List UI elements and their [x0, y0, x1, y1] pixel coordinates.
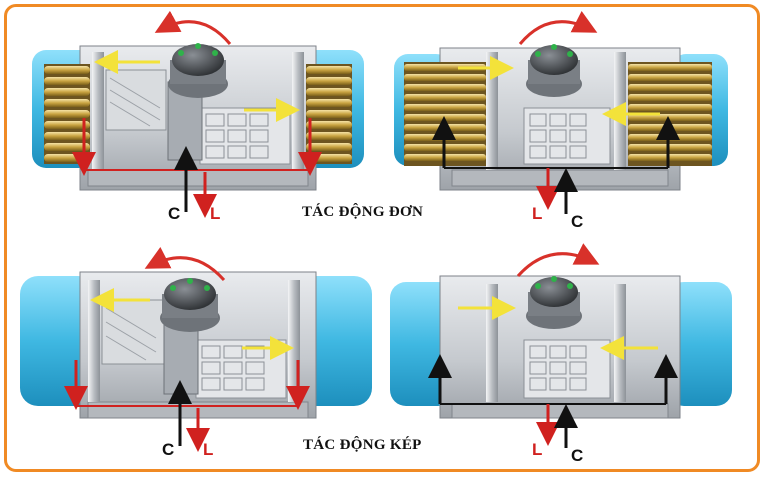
shaft-knob	[526, 44, 582, 97]
rotation-arrow	[516, 243, 600, 277]
rack-left	[101, 299, 167, 365]
rotation-arrow	[518, 11, 598, 45]
spring-pack-right	[628, 62, 712, 166]
spring-pack-left	[44, 64, 90, 164]
spring-pack-right	[306, 64, 352, 164]
exhaust-port-label: L	[203, 440, 214, 459]
piston-left	[486, 284, 498, 402]
panel-double-acting-right	[390, 243, 732, 448]
rack-right	[523, 107, 611, 165]
panel-double-acting-left	[20, 247, 372, 452]
rack-left	[105, 69, 167, 131]
rack-right	[195, 339, 287, 399]
supply-port-label: C	[168, 204, 181, 223]
rack-right	[523, 339, 611, 399]
shaft-knob	[526, 276, 582, 329]
panel-single-acting-right	[394, 11, 728, 214]
supply-port-label: C	[571, 446, 584, 465]
supply-port-label: C	[162, 440, 175, 459]
double-acting-caption: TÁC ĐỘNG KÉP	[303, 437, 422, 453]
piston-left	[92, 52, 104, 170]
panel-single-acting-left	[32, 10, 364, 218]
piston-right	[614, 52, 626, 170]
piston-right	[614, 284, 626, 402]
shaft-knob	[160, 278, 220, 332]
rotation-arrow	[154, 10, 232, 45]
single-acting-caption: TÁC ĐỘNG ĐƠN	[302, 204, 424, 220]
end-cap-right	[668, 282, 732, 406]
exhaust-port-label: L	[532, 204, 543, 223]
supply-port-label: C	[571, 212, 584, 231]
piston-left	[88, 280, 100, 402]
piston-left	[486, 52, 498, 170]
rack-right	[199, 107, 291, 165]
rotation-arrow	[144, 247, 226, 281]
shaft-knob	[168, 43, 228, 98]
exhaust-port-label: L	[532, 440, 543, 459]
exhaust-port-label: L	[210, 204, 221, 223]
